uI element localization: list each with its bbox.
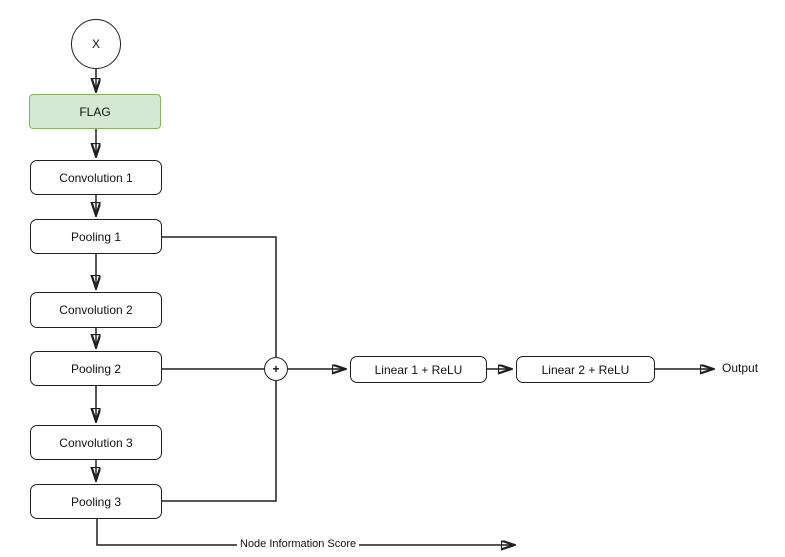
node-convolution-1: Convolution 1 — [30, 160, 162, 195]
connector-pool3-node-information-score — [96, 519, 513, 545]
node-flag: FLAG — [29, 94, 161, 129]
node-convolution-2: Convolution 2 — [30, 292, 162, 328]
node-input-x: X — [71, 19, 121, 69]
connector-pool3-sum — [162, 381, 277, 502]
node-information-score-label: Node Information Score — [237, 538, 360, 550]
output-label: Output — [722, 361, 759, 375]
node-pooling-1: Pooling 1 — [30, 219, 162, 254]
node-pooling-3: Pooling 3 — [30, 484, 162, 519]
node-linear-2-relu: Linear 2 + ReLU — [516, 356, 655, 383]
node-pooling-2: Pooling 2 — [30, 351, 162, 386]
node-convolution-3: Convolution 3 — [30, 425, 162, 460]
node-linear-1-relu: Linear 1 + ReLU — [350, 356, 487, 383]
sum-node: + — [264, 357, 288, 381]
connector-pool1-sum — [162, 236, 277, 357]
